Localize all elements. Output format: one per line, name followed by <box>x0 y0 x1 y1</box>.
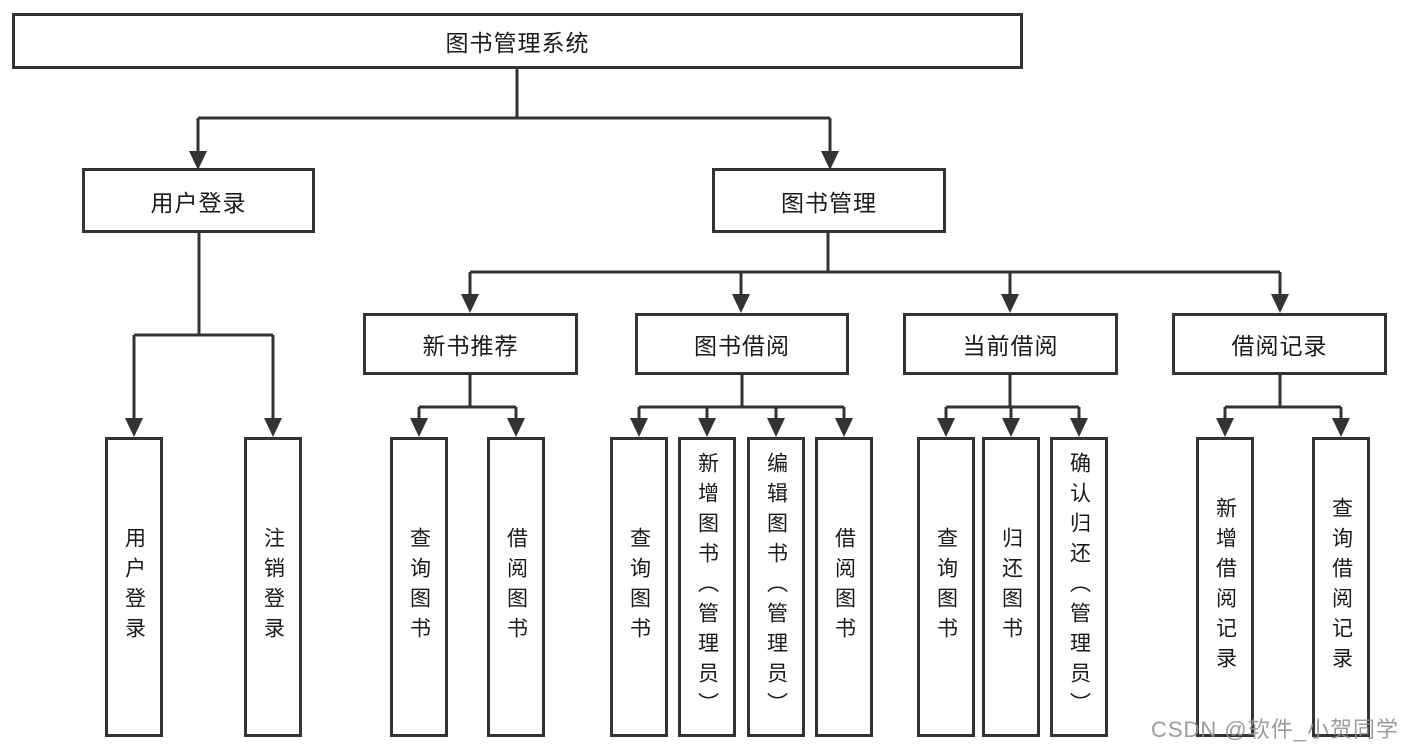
leaf-label: 新增图书（管理员） <box>695 452 719 722</box>
leaf-newbook-query: 查询图书 <box>390 437 448 737</box>
node-book-borrow: 图书借阅 <box>635 313 849 375</box>
leaf-label: 查询图书 <box>407 527 431 647</box>
leaf-record-add: 新增借阅记录 <box>1196 437 1254 737</box>
leaf-logout: 注销登录 <box>244 437 302 737</box>
leaf-label: 新增借阅记录 <box>1213 497 1237 677</box>
leaf-label: 借阅图书 <box>504 527 528 647</box>
leaf-current-confirm-admin: 确认归还（管理员） <box>1050 437 1108 737</box>
leaf-borrow-edit-admin: 编辑图书（管理员） <box>747 437 805 737</box>
leaf-newbook-borrow: 借阅图书 <box>487 437 545 737</box>
leaf-label: 查询借阅记录 <box>1329 497 1353 677</box>
leaf-record-query: 查询借阅记录 <box>1312 437 1370 737</box>
leaf-label: 注销登录 <box>261 527 285 647</box>
leaf-borrow-query: 查询图书 <box>610 437 668 737</box>
leaf-current-return: 归还图书 <box>982 437 1040 737</box>
leaf-label: 确认归还（管理员） <box>1067 452 1091 722</box>
node-current-borrow: 当前借阅 <box>903 313 1118 375</box>
leaf-user-login: 用户登录 <box>105 437 163 737</box>
leaf-label: 归还图书 <box>999 527 1023 647</box>
leaf-label: 编辑图书（管理员） <box>764 452 788 722</box>
arrowheads <box>125 151 1350 437</box>
node-user-login-branch: 用户登录 <box>82 168 315 233</box>
leaf-label: 查询图书 <box>627 527 651 647</box>
node-system-root: 图书管理系统 <box>12 13 1023 69</box>
leaf-current-query: 查询图书 <box>917 437 975 737</box>
leaf-borrow-add-admin: 新增图书（管理员） <box>678 437 736 737</box>
leaf-label: 用户登录 <box>122 527 146 647</box>
node-new-book-recommend: 新书推荐 <box>363 313 578 375</box>
leaf-borrow-book: 借阅图书 <box>815 437 873 737</box>
node-book-management-branch: 图书管理 <box>712 168 946 233</box>
leaf-label: 查询图书 <box>934 527 958 647</box>
node-borrow-records: 借阅记录 <box>1172 313 1387 375</box>
leaf-label: 借阅图书 <box>832 527 856 647</box>
